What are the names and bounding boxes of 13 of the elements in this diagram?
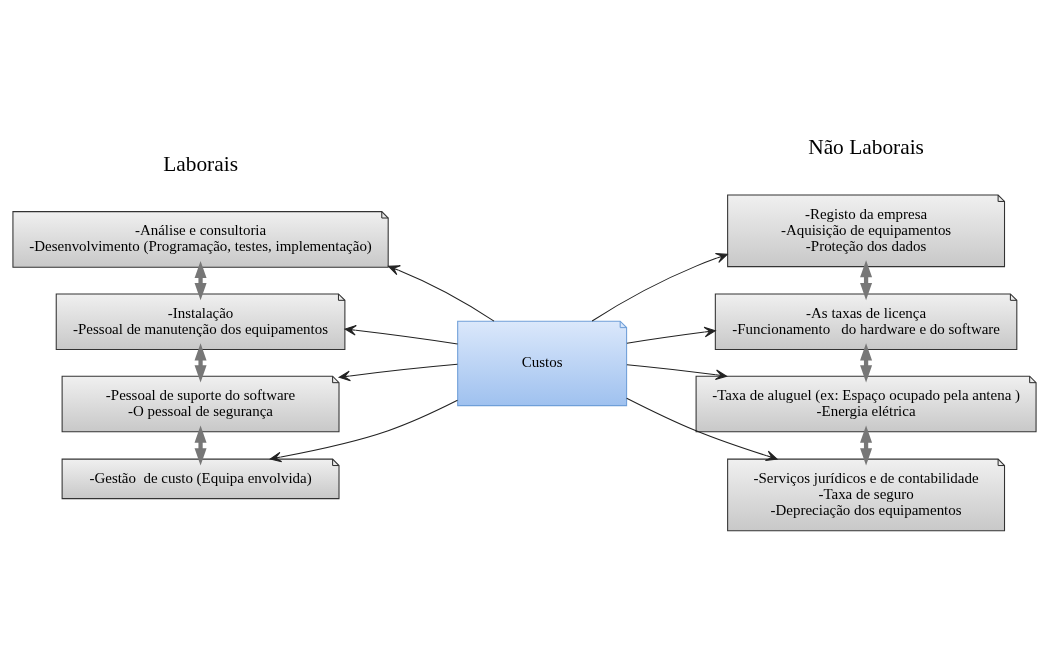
arrow — [591, 252, 728, 322]
arrow — [194, 260, 207, 300]
arrow — [194, 424, 207, 465]
arrow — [626, 326, 716, 344]
arrow — [194, 342, 207, 383]
arrow — [269, 399, 458, 462]
label: Não Laborais — [808, 134, 924, 159]
arrow — [388, 264, 495, 322]
label: Laborais — [163, 151, 238, 176]
arrow — [338, 363, 458, 381]
arrow — [626, 363, 728, 380]
arrow — [344, 324, 459, 345]
arrow — [626, 397, 778, 461]
